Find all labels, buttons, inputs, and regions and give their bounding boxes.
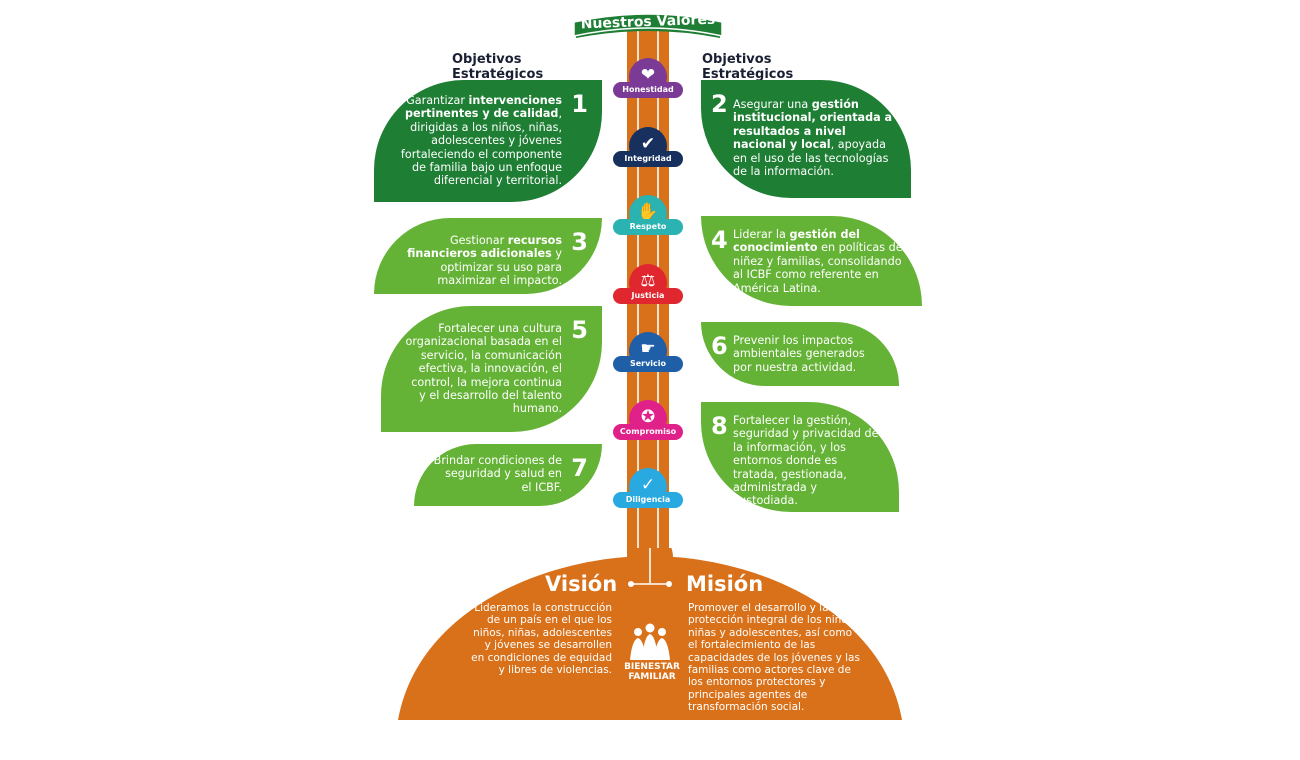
scales-icon: ⚖ (640, 271, 656, 291)
handshake-icon: ✋ (637, 202, 659, 222)
objective-text: Prevenir los impactos ambientales genera… (733, 334, 865, 374)
objective-number: 4 (711, 226, 728, 254)
objective-number: 5 (571, 316, 588, 344)
objective-number: 3 (571, 228, 588, 256)
objective-8-leaf: 8 Fortalecer la gestión, seguridad y pri… (701, 402, 899, 512)
value-badge-servicio: ☛ Servicio (613, 332, 683, 376)
objective-3-leaf: 3 Gestionar recursos financieros adicion… (374, 218, 602, 294)
objective-number: 1 (571, 90, 588, 118)
objective-text: Gestionar recursos financieros adicional… (407, 234, 562, 288)
bienestar-familiar-logo-icon (630, 623, 670, 660)
value-badge-diligencia: ✓ Diligencia (613, 468, 683, 512)
value-label: Respeto (613, 219, 683, 235)
value-label: Servicio (613, 356, 683, 372)
objective-text: Asegurar una gestión institucional, orie… (733, 98, 893, 179)
value-badge-justicia: ⚖ Justicia (613, 264, 683, 308)
value-label: Diligencia (613, 492, 683, 508)
vision-mision-hill (398, 548, 902, 720)
value-badge-compromiso: ✪ Compromiso (613, 400, 683, 444)
helping-hand-icon: ☛ (640, 339, 656, 359)
shield-check-icon: ✔ (640, 134, 656, 154)
mision-title: Misión (686, 572, 764, 596)
objective-text: Fortalecer la gestión, seguridad y priva… (733, 414, 879, 508)
objective-number: 7 (571, 454, 588, 482)
value-label: Justicia (613, 288, 683, 304)
vision-text: Lideramos la construcción de un país en … (471, 602, 612, 677)
value-label: Integridad (613, 151, 683, 167)
objective-1-leaf: 1 Garantizar intervenciones pertinentes … (374, 80, 602, 202)
values-banner (573, 13, 723, 38)
handshake-heart-icon: ❤ (640, 65, 656, 85)
objectives-heading-left: Objetivos Estratégicos (452, 52, 544, 82)
objective-4-leaf: 4 Liderar la gestión del conocimiento en… (701, 216, 922, 306)
mision-text: Promover el desarrollo y la protección i… (688, 602, 860, 714)
value-badge-integridad: ✔ Integridad (613, 127, 683, 171)
vision-title: Visión (545, 572, 618, 596)
objective-7-leaf: 7 Brindar condiciones de seguridad y sal… (414, 444, 602, 506)
objective-number: 6 (711, 332, 728, 360)
objectives-heading-right: Objetivos Estratégicos (702, 52, 794, 82)
logo-line-1: BIENESTAR (624, 662, 680, 672)
objective-2-leaf: 2 Asegurar una gestión institucional, or… (701, 80, 911, 198)
medal-icon: ✪ (640, 407, 656, 427)
value-badge-honestidad: ❤ Honestidad (613, 58, 683, 102)
objective-text: Brindar condiciones de seguridad y salud… (433, 454, 562, 494)
check-badge-icon: ✓ (640, 475, 656, 495)
value-badge-respeto: ✋ Respeto (613, 195, 683, 239)
value-label: Honestidad (613, 82, 683, 98)
value-label: Compromiso (613, 424, 683, 440)
objective-6-leaf: 6 Prevenir los impactos ambientales gene… (701, 322, 899, 386)
objective-text: Liderar la gestión del conocimiento en p… (733, 228, 903, 295)
objective-text: Garantizar intervenciones pertinentes y … (400, 94, 562, 188)
objective-text: Fortalecer una cultura organizacional ba… (405, 322, 562, 416)
objective-number: 8 (711, 412, 728, 440)
objective-number: 2 (711, 90, 728, 118)
logo-wordmark: BIENESTAR FAMILIAR (620, 662, 684, 682)
objective-5-leaf: 5 Fortalecer una cultura organizacional … (381, 306, 602, 432)
logo-line-2: FAMILIAR (628, 672, 676, 682)
